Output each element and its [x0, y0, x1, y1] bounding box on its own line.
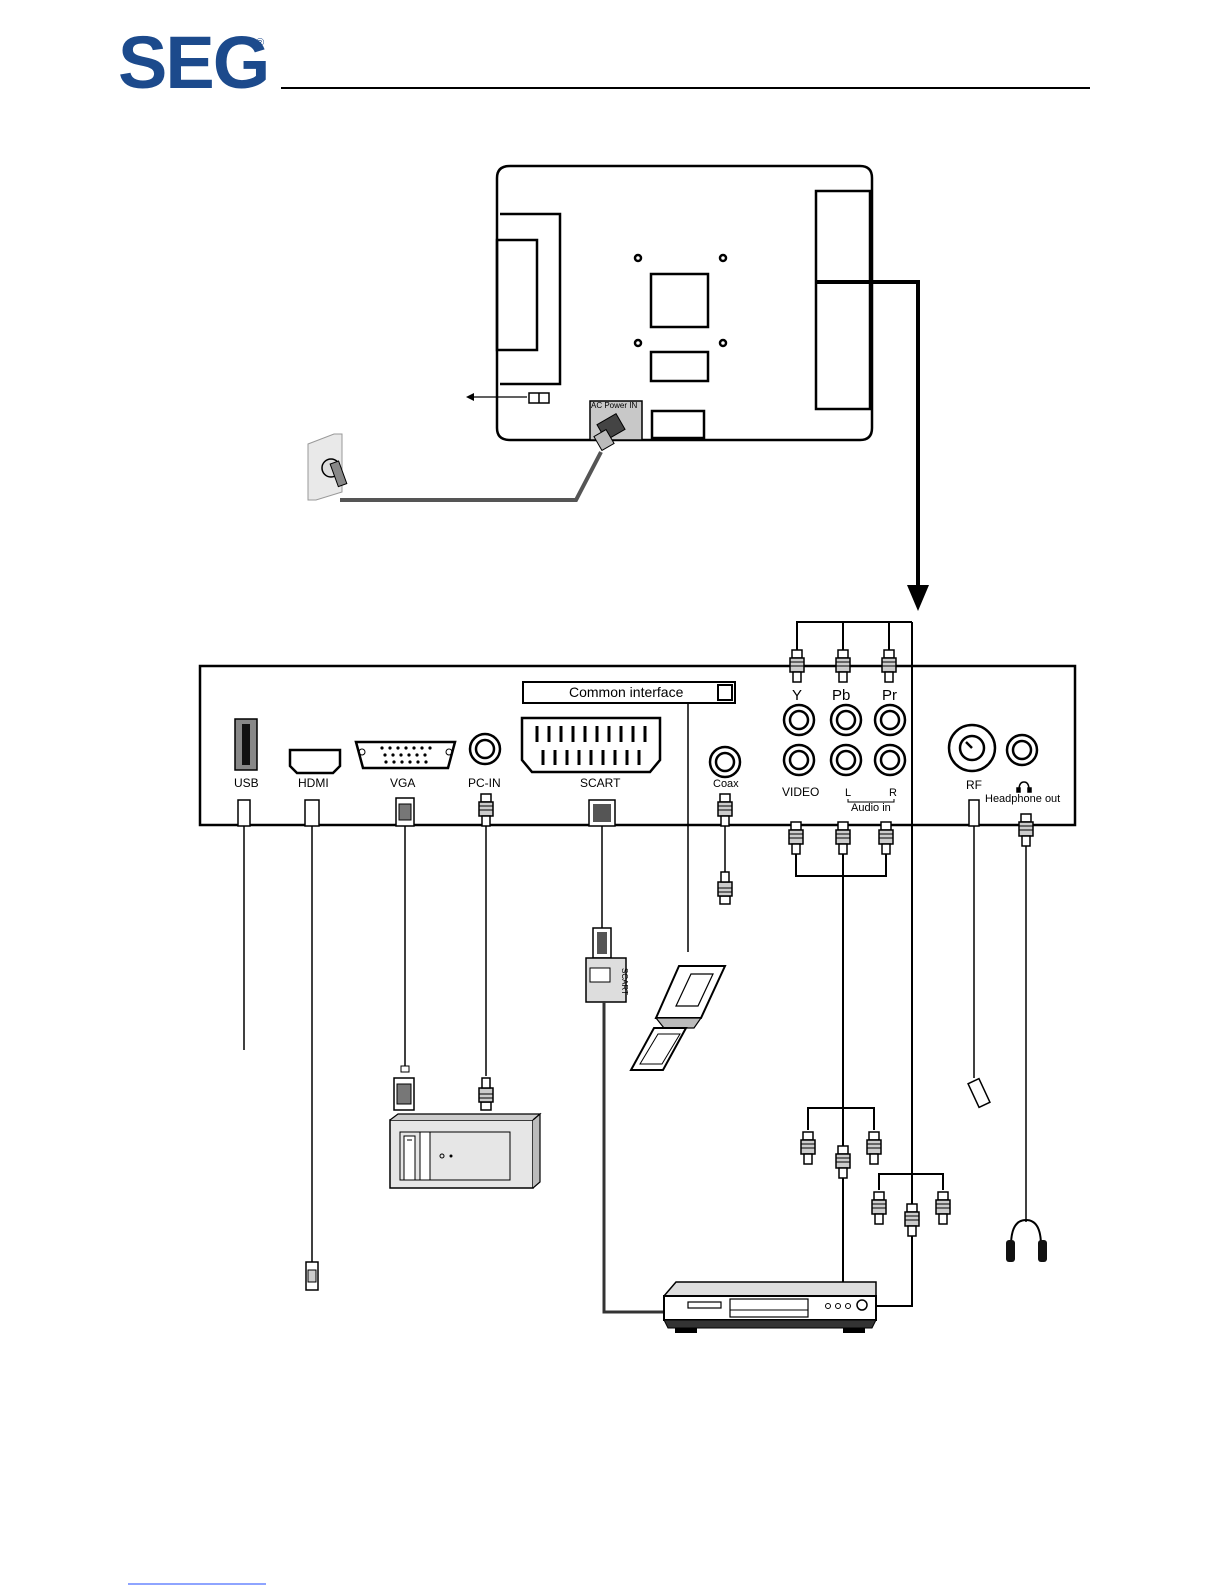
vga-label: VGA: [390, 776, 415, 790]
headphones-icon: [1006, 1220, 1047, 1262]
hdmi-port: [290, 750, 340, 773]
audio-right-jack: [875, 745, 905, 775]
left-label: L: [845, 787, 851, 799]
rf-jack: [949, 725, 995, 771]
usb-label: USB: [234, 776, 259, 790]
rf-label: RF: [966, 778, 982, 792]
pb-label: Pb: [832, 687, 850, 704]
dvd-player-icon: [664, 1282, 876, 1333]
component-cable-top: [790, 622, 912, 682]
computer-icon: [390, 1114, 540, 1188]
pc-audio-cable: [479, 794, 493, 1110]
vga-port: [356, 742, 455, 768]
video-label: VIDEO: [782, 785, 819, 799]
rf-cable: [968, 800, 990, 1107]
scart-label: SCART: [580, 776, 621, 790]
scart-port: [522, 718, 660, 772]
wall-outlet: [308, 434, 347, 500]
brand-logo: SEG ®: [118, 21, 268, 104]
audio-in-label: Audio in: [851, 802, 891, 814]
headphone-cable: [1019, 814, 1033, 1222]
hdmi-cable: [305, 800, 319, 1290]
av-plugs-dvd: [801, 1108, 881, 1178]
tv-back-view: [497, 166, 872, 440]
pc-in-jack: [470, 734, 500, 764]
registered-mark: ®: [256, 37, 264, 49]
usb-port: [235, 719, 257, 770]
common-interface-slot: Common interface: [523, 682, 735, 703]
headphone-label: Headphone out: [985, 793, 1060, 805]
hdmi-label: HDMI: [298, 776, 329, 790]
arrow-head: [466, 393, 474, 401]
coax-label: Coax: [713, 778, 739, 790]
scart-plug-label: SCART: [620, 968, 629, 995]
right-label: R: [889, 787, 897, 799]
power-cord: [340, 452, 601, 500]
pr-label: Pr: [882, 687, 897, 704]
vga-cable: [394, 798, 414, 1110]
y-jack: [784, 705, 814, 735]
usb-cable: [238, 800, 250, 1050]
headphone-jack: [1007, 735, 1037, 765]
audio-left-jack: [831, 745, 861, 775]
ac-power-label: AC Power IN: [591, 401, 637, 410]
common-interface-label: Common interface: [569, 684, 684, 700]
zoom-arrow-head: [907, 585, 929, 611]
brand-name: SEG: [118, 21, 268, 104]
pc-in-label: PC-IN: [468, 776, 501, 790]
coax-jack: [710, 747, 740, 777]
pb-jack: [831, 705, 861, 735]
zoom-arrow-line: [816, 282, 918, 590]
y-label: Y: [792, 687, 802, 704]
headphone-icon: [1017, 782, 1031, 792]
video-jack: [784, 745, 814, 775]
coax-cable: [718, 794, 732, 904]
pr-jack: [875, 705, 905, 735]
